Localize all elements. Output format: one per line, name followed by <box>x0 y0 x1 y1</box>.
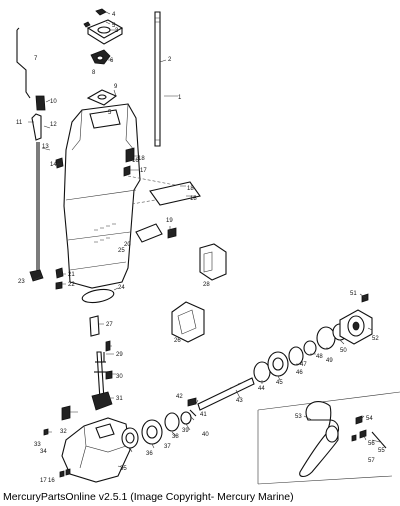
callout: 20 <box>124 242 131 248</box>
callout: 51 <box>350 291 357 297</box>
shift-rod-part <box>16 27 31 99</box>
callout: 16 <box>132 158 139 164</box>
callout: 56 <box>368 441 375 447</box>
callout: 40 <box>202 432 209 438</box>
callout: 1 <box>178 95 182 101</box>
callout: 2 <box>168 57 172 63</box>
leader-lines <box>28 11 381 469</box>
callout: 34 <box>40 449 47 455</box>
callout: 5 <box>112 23 116 29</box>
callout: 52 <box>372 336 379 342</box>
callout: 57 <box>368 458 375 464</box>
fastener-parts <box>55 267 64 290</box>
callout: 12 <box>50 122 57 128</box>
callout: 28 <box>203 282 210 288</box>
callout: 42 <box>176 394 183 400</box>
propeller-shaft-parts <box>187 377 255 417</box>
callout: 55 <box>378 448 385 454</box>
driveshaft-housing <box>63 103 141 289</box>
callout: 22 <box>68 282 75 288</box>
decal-part-28 <box>199 243 227 281</box>
callout: 25 <box>118 248 125 254</box>
callout: 29 <box>116 352 123 358</box>
callout: 14 <box>50 162 57 168</box>
gear-parts <box>121 411 192 449</box>
trim-plate-parts <box>127 175 201 243</box>
callout: 18 <box>138 156 145 162</box>
callout: 41 <box>200 412 207 418</box>
callout: 47 <box>300 362 307 368</box>
callout: 23 <box>18 279 25 285</box>
callout: 36 <box>146 451 153 457</box>
callout: 43 <box>236 398 243 404</box>
callout: 33 <box>34 442 41 448</box>
callout: 5 <box>108 110 112 116</box>
callout: 53 <box>295 414 302 420</box>
gasket-part <box>81 288 115 304</box>
callout: 24 <box>118 285 125 291</box>
water-pump-assembly <box>83 8 124 115</box>
callout: 38 <box>172 434 179 440</box>
callout: 9 <box>114 84 118 90</box>
callout: 18 <box>187 186 194 192</box>
bearing-carrier-part <box>339 293 373 345</box>
callout: 4 <box>112 12 116 18</box>
propeller-assembly <box>257 391 400 485</box>
callout: 8 <box>92 70 96 76</box>
callout: 32 <box>60 429 67 435</box>
callout: 19 <box>166 218 173 224</box>
drive-shaft-part <box>154 11 161 147</box>
callout: 6 <box>110 58 114 64</box>
callout: 49 <box>326 358 333 364</box>
callout: 44 <box>258 386 265 392</box>
callout: 17 <box>40 478 47 484</box>
bolt-part <box>55 157 64 169</box>
callout: 7 <box>34 56 38 62</box>
callout: 11 <box>16 120 23 126</box>
callout: 13 <box>42 144 49 150</box>
callout: 46 <box>296 370 303 376</box>
callout: 26 <box>174 338 181 344</box>
callout: 21 <box>68 272 75 278</box>
drain-screw-parts <box>59 468 71 478</box>
callout: 3 <box>115 28 119 34</box>
callout: 48 <box>316 354 323 360</box>
callout: 35 <box>120 466 127 472</box>
callout: 39 <box>182 428 189 434</box>
callout: 18 <box>190 196 197 202</box>
callout: 31 <box>116 396 123 402</box>
callout: 17 <box>140 168 147 174</box>
callout: 45 <box>276 380 283 386</box>
callout: 54 <box>366 416 373 422</box>
lower-driveshaft-parts <box>89 315 113 411</box>
shift-linkage-parts <box>29 95 46 282</box>
decal-part-26 <box>171 301 205 343</box>
callout-labels: 1 2 3 4 5 6 7 8 9 10 11 12 13 14 5 16 17… <box>16 12 385 484</box>
callout: 27 <box>106 322 113 328</box>
callout: 10 <box>50 99 57 105</box>
callout: 50 <box>340 348 347 354</box>
callout: 37 <box>164 444 171 450</box>
gear-housing <box>43 405 131 483</box>
image-caption: MercuryPartsOnline v2.5.1 (Image Copyrig… <box>3 491 294 503</box>
callout: 30 <box>116 374 123 380</box>
callout: 16 <box>48 478 55 484</box>
